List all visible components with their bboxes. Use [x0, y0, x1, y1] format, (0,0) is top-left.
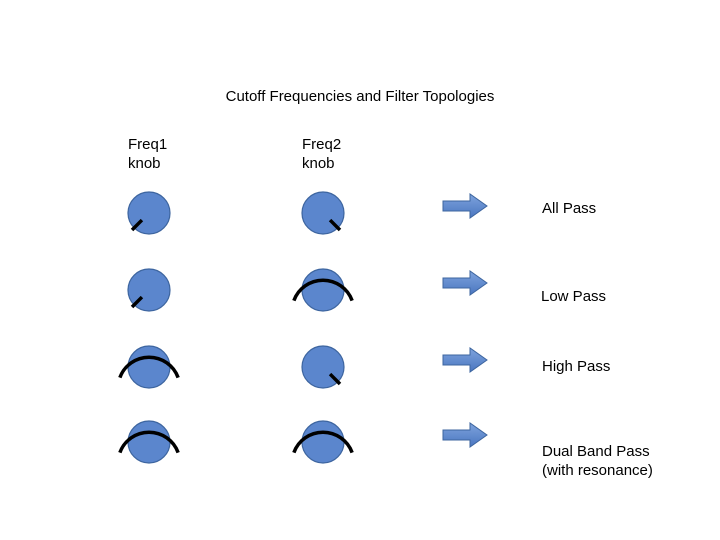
freq1-knob[interactable]	[127, 191, 171, 235]
knob-body	[127, 420, 171, 464]
knob-body	[301, 268, 345, 312]
knob-position-indicator	[130, 295, 144, 309]
knob-range-arc	[118, 430, 180, 454]
filter-label-all-pass: All Pass	[542, 199, 596, 218]
filter-label-text: All Pass	[542, 200, 597, 217]
knob-range-arc	[118, 355, 180, 379]
filter-label-low-pass: Low Pass	[541, 287, 606, 306]
filter-label-text: Dual Band Pass	[542, 443, 650, 460]
freq1-knob[interactable]	[127, 268, 171, 312]
freq1-label-line1: Freq1	[128, 136, 168, 153]
knob-position-indicator	[130, 218, 144, 232]
right-arrow-icon	[442, 347, 488, 373]
knob-body	[127, 345, 171, 389]
freq1-column-label: Freq1 knob	[128, 135, 167, 173]
filter-label-text: High Pass	[542, 358, 611, 375]
filter-label-subtext: (with resonance)	[542, 462, 653, 479]
freq2-knob[interactable]	[292, 420, 354, 464]
freq2-column-label: Freq2 knob	[302, 135, 341, 173]
freq2-knob[interactable]	[301, 191, 345, 235]
freq2-knob[interactable]	[292, 268, 354, 312]
diagram-title: Cutoff Frequencies and Filter Topologies	[225, 88, 495, 105]
right-arrow-icon	[442, 270, 488, 296]
knob-position-indicator	[328, 218, 342, 232]
freq2-knob[interactable]	[301, 345, 345, 389]
knob-position-indicator	[328, 372, 342, 386]
filter-label-text: Low Pass	[541, 288, 607, 305]
freq1-knob[interactable]	[118, 345, 180, 389]
freq2-label-line2: knob	[302, 155, 335, 172]
filter-label-dual-band-pass: Dual Band Pass (with resonance)	[542, 442, 653, 480]
knob-body	[301, 420, 345, 464]
filter-label-high-pass: High Pass	[542, 357, 610, 376]
freq1-knob[interactable]	[118, 420, 180, 464]
right-arrow-icon	[442, 422, 488, 448]
freq1-label-line2: knob	[128, 155, 161, 172]
right-arrow-icon	[442, 193, 488, 219]
knob-range-arc	[292, 430, 354, 454]
knob-range-arc	[292, 278, 354, 302]
freq2-label-line1: Freq2	[302, 136, 342, 153]
